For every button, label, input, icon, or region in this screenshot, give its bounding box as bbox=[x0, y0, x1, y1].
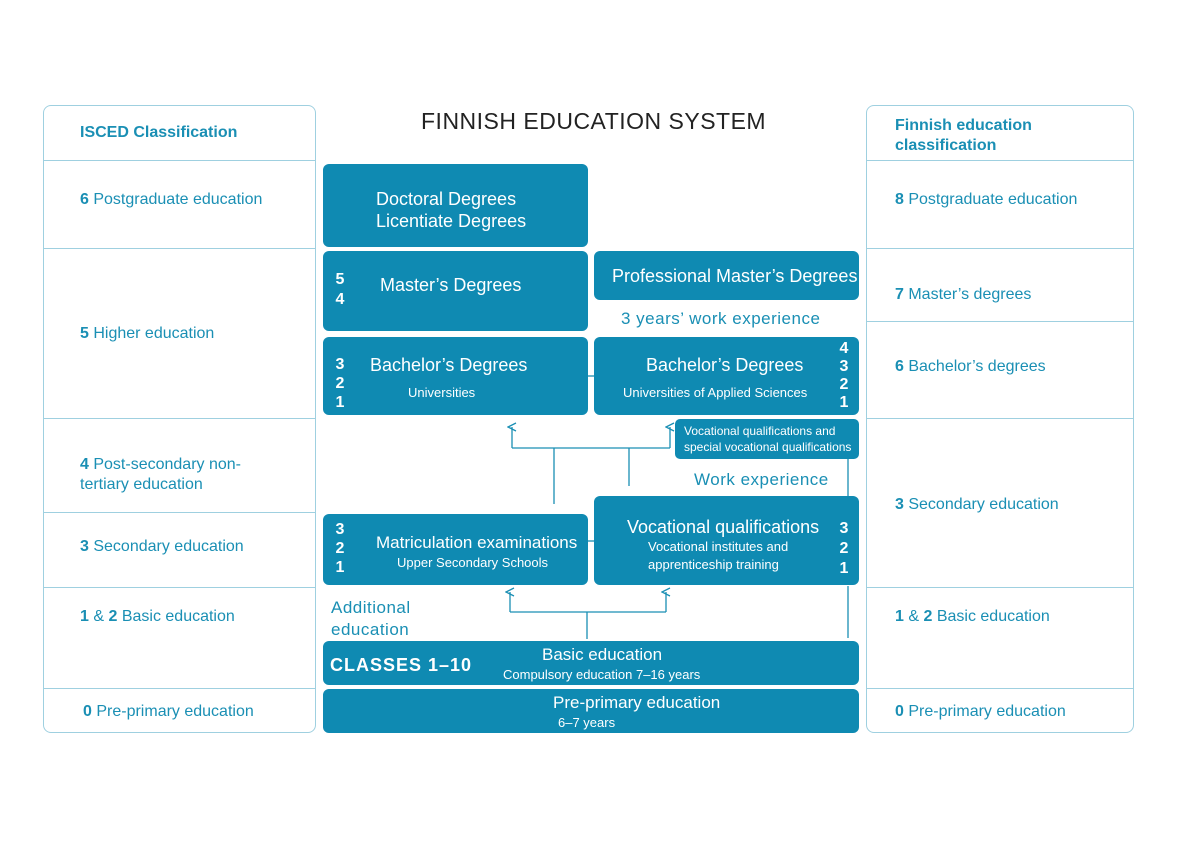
divider bbox=[866, 321, 1134, 322]
classes-label: CLASSES 1–10 bbox=[330, 655, 473, 675]
year-number: 1 bbox=[335, 394, 345, 411]
doctoral-box: Doctoral Degrees Licentiate Degrees bbox=[323, 164, 588, 247]
year-number: 3 bbox=[335, 356, 345, 373]
licentiate-label: Licentiate Degrees bbox=[376, 211, 527, 231]
professional-masters-label: Professional Master’s Degrees bbox=[612, 266, 858, 286]
divider bbox=[866, 688, 1134, 689]
isced-level-4: 4 Post-secondary non-tertiary education bbox=[80, 456, 241, 493]
bachelor-uas-box: 4 3 2 1 Bachelor’s Degrees Universities … bbox=[594, 337, 859, 415]
additional-label-line1: Additional bbox=[331, 598, 411, 617]
divider bbox=[43, 688, 316, 689]
bachelor-uas-label: Bachelor’s Degrees bbox=[646, 355, 804, 375]
finnish-level-8: 8 Postgraduate education bbox=[895, 191, 1078, 208]
basic-education-label: Basic education bbox=[542, 645, 663, 664]
year-number: 2 bbox=[839, 376, 849, 393]
page-title: FINNISH EDUCATION SYSTEM bbox=[421, 108, 767, 134]
additional-label-line2: education bbox=[331, 620, 410, 639]
masters-label: Master’s Degrees bbox=[380, 275, 522, 295]
year-number: 3 bbox=[839, 358, 849, 375]
year-number: 4 bbox=[839, 340, 849, 357]
vocational-box: 3 2 1 Vocational qualifications Vocation… bbox=[594, 496, 859, 585]
work-experience-label: Work experience bbox=[694, 470, 829, 489]
finnish-classification-panel bbox=[866, 105, 1134, 733]
finnish-level-6: 6 Bachelor’s degrees bbox=[895, 358, 1046, 375]
year-number: 3 bbox=[839, 520, 849, 537]
isced-header: ISCED Classification bbox=[80, 124, 238, 141]
vocational-institutes-label: Vocational institutes and bbox=[648, 539, 789, 554]
year-number: 2 bbox=[839, 540, 849, 557]
doctoral-label: Doctoral Degrees bbox=[376, 189, 517, 209]
divider bbox=[866, 587, 1134, 588]
isced-level-6: 6 Postgraduate education bbox=[80, 191, 263, 208]
isced-panel bbox=[43, 105, 316, 733]
divider bbox=[43, 512, 316, 513]
pre-primary-label: Pre-primary education bbox=[553, 693, 721, 712]
isced-level-1-2: 1 & 2 Basic education bbox=[80, 608, 235, 625]
year-number: 1 bbox=[335, 559, 345, 576]
uas-label: Universities of Applied Sciences bbox=[623, 385, 808, 400]
divider bbox=[866, 418, 1134, 419]
finnish-level-0: 0 Pre-primary education bbox=[895, 703, 1066, 720]
apprenticeship-label: apprenticeship training bbox=[648, 557, 779, 572]
basic-education-box: CLASSES 1–10 Basic education Compulsory … bbox=[323, 641, 859, 685]
universities-label: Universities bbox=[408, 385, 476, 400]
special-vocational-box: Vocational qualifications and special vo… bbox=[675, 419, 859, 459]
year-number: 5 bbox=[335, 271, 345, 288]
finnish-level-3: 3 Secondary education bbox=[895, 496, 1059, 513]
finnish-header: Finnish education classification bbox=[895, 117, 1032, 154]
year-number: 2 bbox=[335, 540, 345, 557]
matriculation-box: 3 2 1 Matriculation examinations Upper S… bbox=[323, 514, 588, 585]
bachelor-universities-box: 3 2 1 Bachelor’s Degrees Universities bbox=[323, 337, 588, 415]
isced-level-5: 5 Higher education bbox=[80, 325, 215, 342]
isced-level-0: 0 Pre-primary education bbox=[83, 703, 254, 720]
special-vocational-line1: Vocational qualifications and bbox=[684, 424, 836, 438]
year-number: 3 bbox=[335, 521, 345, 538]
divider bbox=[43, 160, 316, 161]
divider bbox=[866, 248, 1134, 249]
divider bbox=[43, 587, 316, 588]
year-number: 4 bbox=[335, 291, 345, 308]
pre-primary-box: Pre-primary education 6–7 years bbox=[323, 689, 859, 733]
isced-level-3: 3 Secondary education bbox=[80, 538, 244, 555]
compulsory-education-label: Compulsory education 7–16 years bbox=[503, 667, 701, 682]
professional-masters-box: Professional Master’s Degrees bbox=[594, 251, 859, 300]
work-experience-3-years-label: 3 years’ work experience bbox=[621, 309, 821, 328]
divider bbox=[43, 248, 316, 249]
divider bbox=[866, 160, 1134, 161]
finnish-level-7: 7 Master’s degrees bbox=[895, 286, 1032, 303]
vocational-label: Vocational qualifications bbox=[627, 517, 820, 537]
year-number: 1 bbox=[839, 560, 849, 577]
special-vocational-line2: special vocational qualifications bbox=[684, 440, 852, 454]
matriculation-label: Matriculation examinations bbox=[376, 533, 578, 552]
year-number: 2 bbox=[335, 375, 345, 392]
year-number: 1 bbox=[839, 394, 849, 411]
divider bbox=[43, 418, 316, 419]
bachelor-universities-label: Bachelor’s Degrees bbox=[370, 355, 528, 375]
pre-primary-years-label: 6–7 years bbox=[558, 715, 616, 730]
upper-secondary-label: Upper Secondary Schools bbox=[397, 555, 549, 570]
masters-box: 5 4 Master’s Degrees bbox=[323, 251, 588, 331]
finnish-level-1-2: 1 & 2 Basic education bbox=[895, 608, 1050, 625]
